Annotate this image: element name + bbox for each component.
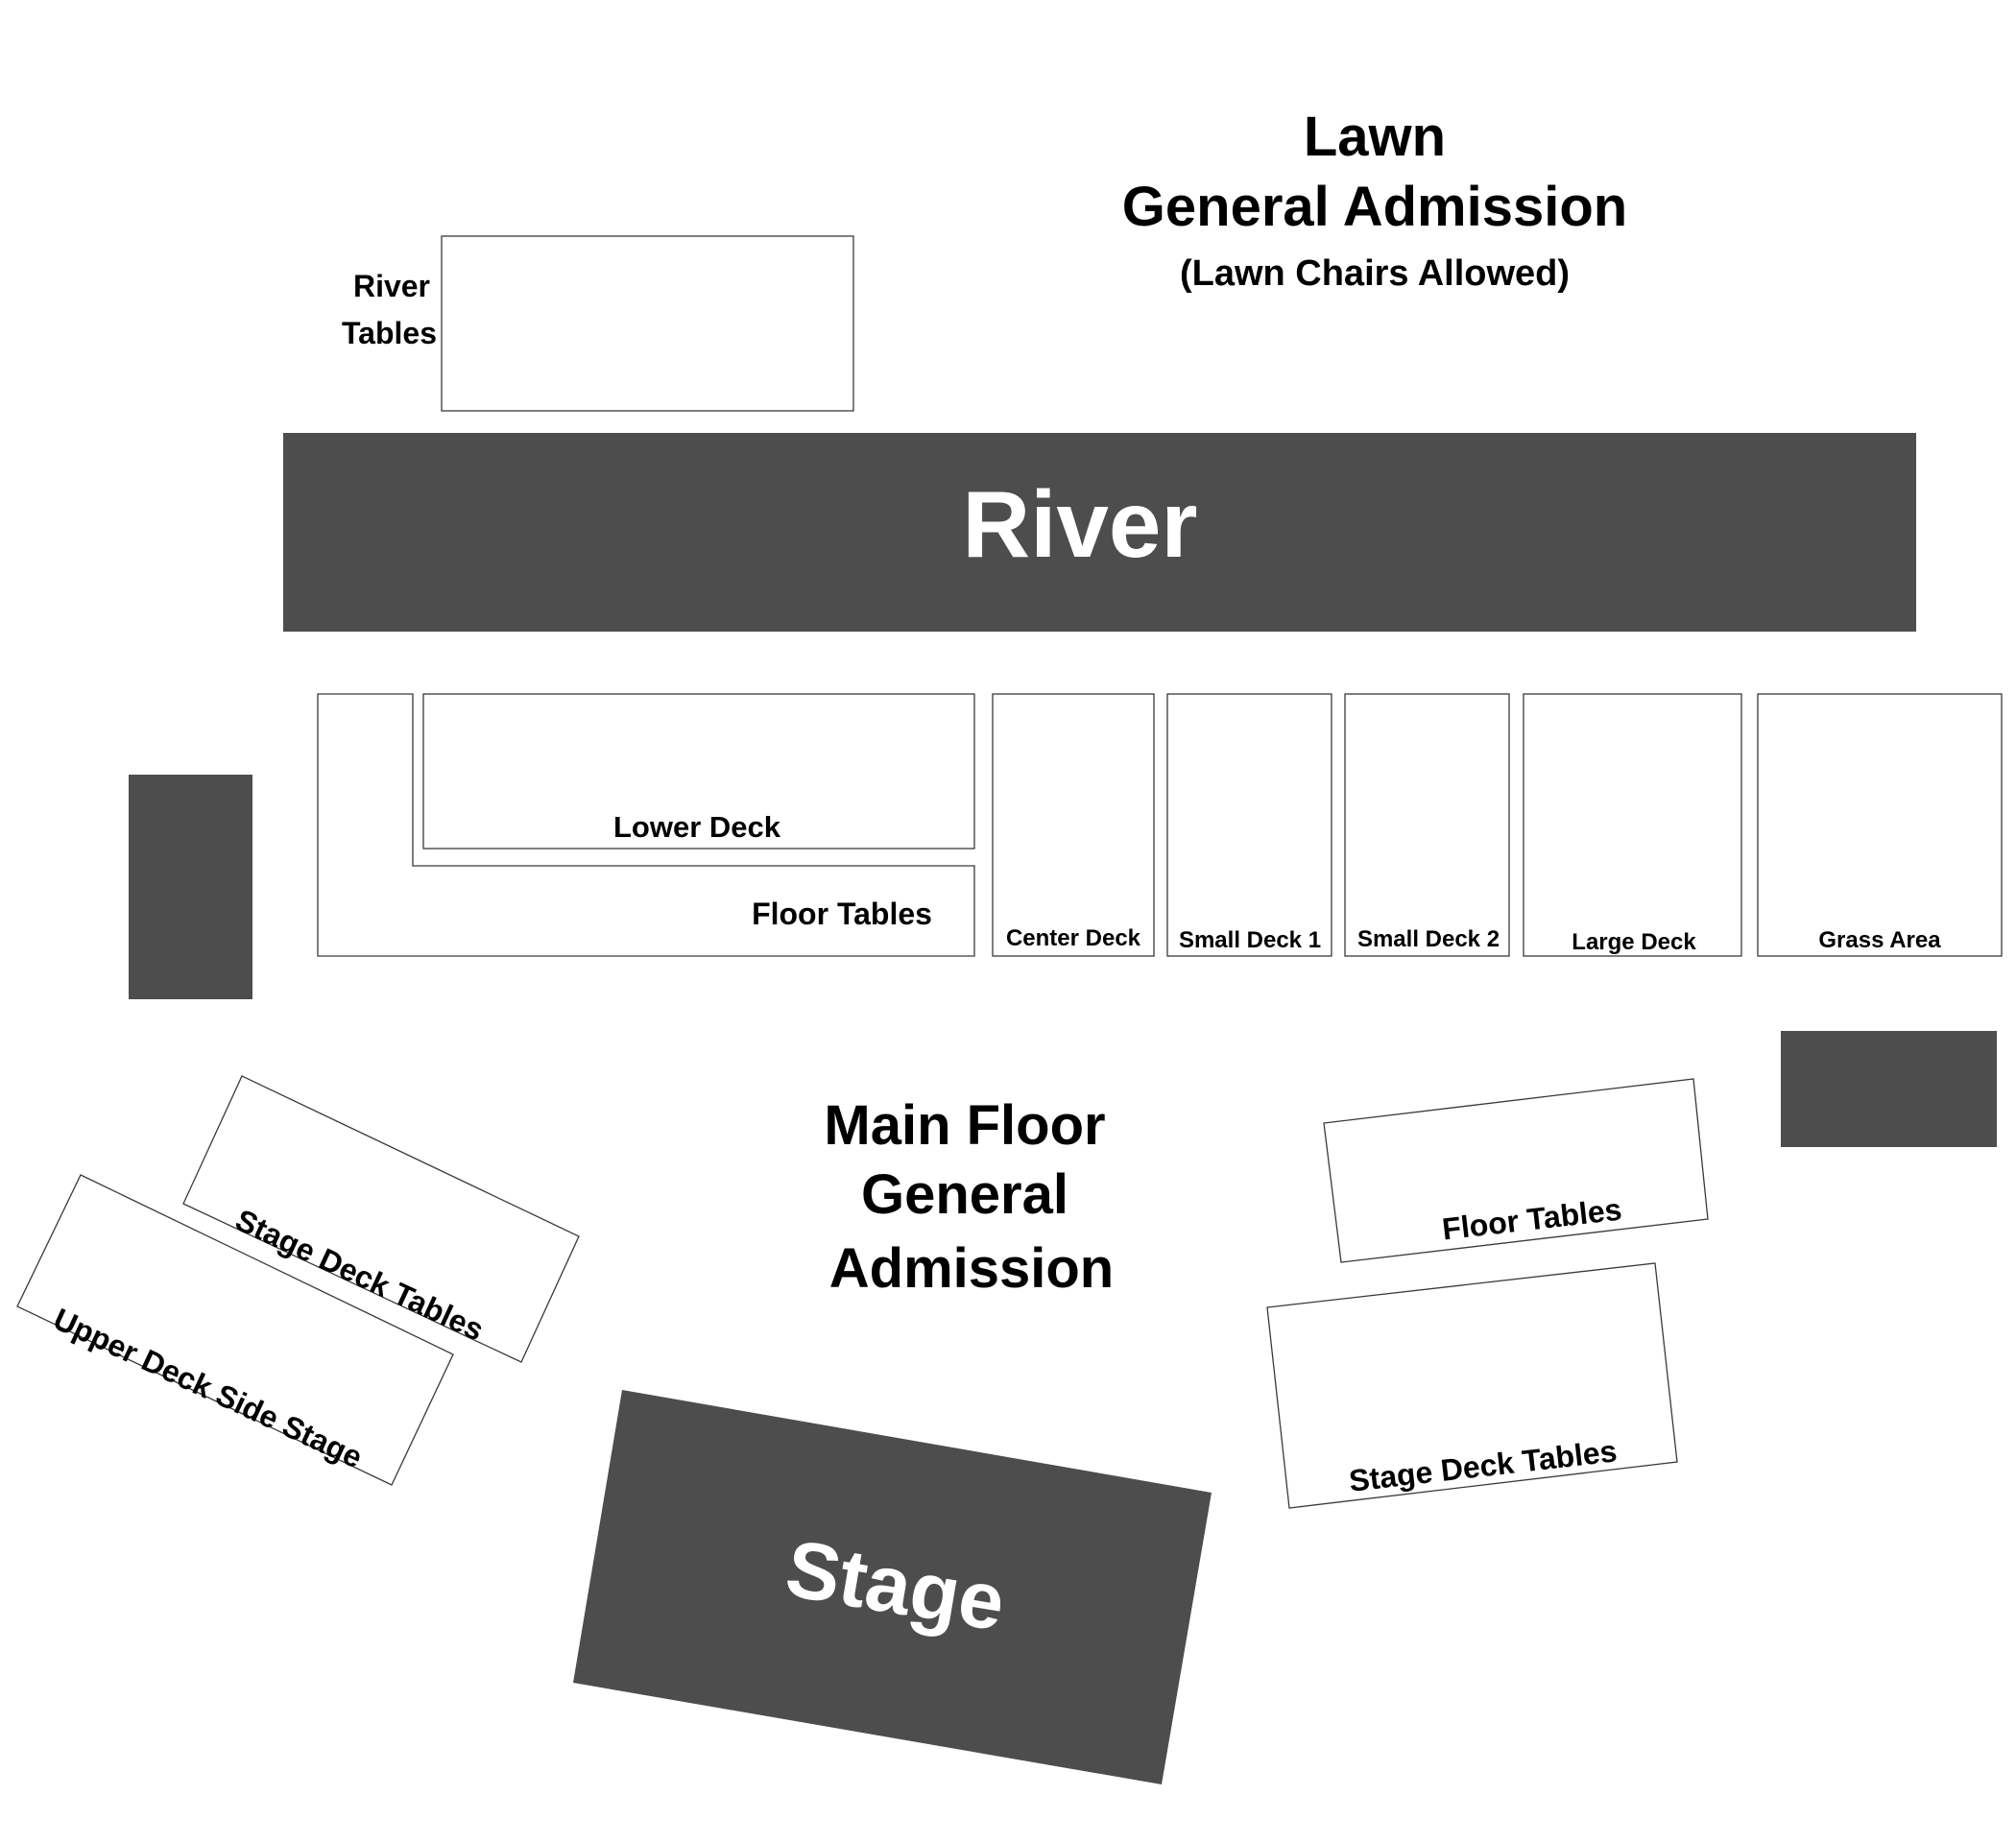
- grass-area-label: Grass Area: [1818, 927, 1941, 953]
- main-floor-line3: Admission: [829, 1237, 1115, 1300]
- river-tables-label-line1: River: [353, 269, 430, 303]
- left-dark-block: [129, 775, 252, 999]
- lawn-general-admission-label: Lawn General Admission (Lawn Chairs Allo…: [1122, 106, 1627, 294]
- small-deck-1-label: Small Deck 1: [1179, 927, 1321, 953]
- center-deck-section[interactable]: [992, 693, 1155, 957]
- floor-tables-right-section[interactable]: [1323, 1078, 1709, 1263]
- small-deck-2-label: Small Deck 2: [1357, 926, 1500, 952]
- large-deck-label: Large Deck: [1572, 929, 1696, 955]
- main-floor-line1: Main Floor: [824, 1094, 1105, 1157]
- stage-area: [573, 1390, 1212, 1784]
- lawn-subtitle: General Admission: [1122, 176, 1627, 238]
- right-dark-block: [1781, 1031, 1997, 1147]
- main-floor-line2: General: [861, 1163, 1068, 1226]
- lower-deck-label: Lower Deck: [613, 810, 781, 844]
- lawn-title: Lawn: [1304, 106, 1446, 168]
- stage-deck-tables-left-section[interactable]: [182, 1075, 580, 1363]
- river-tables-label-line2: Tables: [342, 316, 437, 350]
- upper-deck-side-stage-section[interactable]: [16, 1174, 454, 1486]
- river-tables-section[interactable]: [441, 235, 854, 412]
- small-deck-2-section[interactable]: [1344, 693, 1510, 957]
- lawn-chairs-note: (Lawn Chairs Allowed): [1180, 253, 1570, 294]
- river-label: River: [962, 471, 1197, 577]
- center-deck-label: Center Deck: [1006, 925, 1141, 951]
- lower-deck-section[interactable]: [422, 693, 975, 850]
- small-deck-1-section[interactable]: [1166, 693, 1332, 957]
- floor-tables-top-section[interactable]: [317, 693, 975, 957]
- river-area: [283, 433, 1916, 632]
- stage-deck-tables-right-section[interactable]: [1266, 1262, 1678, 1509]
- floor-tables-top-label: Floor Tables: [752, 897, 932, 931]
- main-floor-general-admission-label: Main Floor General Admission: [824, 1094, 1114, 1300]
- large-deck-section[interactable]: [1523, 693, 1742, 957]
- river-tables-label: River Tables: [342, 269, 437, 350]
- grass-area-section[interactable]: [1757, 693, 2003, 957]
